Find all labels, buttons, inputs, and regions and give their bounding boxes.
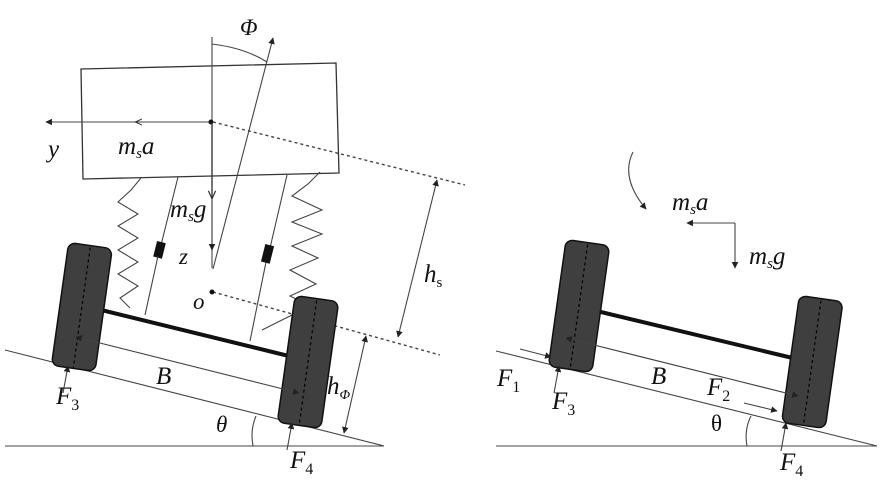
label-roll-angle: Φ xyxy=(240,15,258,40)
center-of-mass-point xyxy=(208,119,214,125)
roll-height-dimension xyxy=(342,335,368,434)
axle-right xyxy=(575,304,802,362)
f2-arrow xyxy=(743,402,778,413)
label-z-axis: z xyxy=(178,244,188,269)
label-f3: F3 xyxy=(55,383,79,414)
slope-angle-arc-right xyxy=(745,415,752,447)
label-slope-angle-right: θ xyxy=(711,411,722,436)
label-y-axis: y xyxy=(45,136,60,163)
label-f4-right: F4 xyxy=(779,449,803,480)
roll-axis-arrow xyxy=(212,37,275,270)
left-damper-body xyxy=(153,241,166,259)
f4-arrow xyxy=(286,422,295,451)
vehicle-body xyxy=(80,62,340,180)
f4-arrow-right xyxy=(780,422,789,452)
label-slope-angle: θ xyxy=(216,412,227,437)
label-track-width: B xyxy=(156,363,171,390)
slope-angle-arc xyxy=(251,415,257,447)
com-height-guide xyxy=(212,121,466,186)
right-wheel-centerline xyxy=(298,300,318,424)
right-wheel-centerline-right xyxy=(803,300,822,424)
label-f1: F1 xyxy=(496,365,520,396)
label-roll-center: o xyxy=(193,289,205,314)
f1-arrow xyxy=(519,348,552,359)
label-track-width-right: B xyxy=(651,363,666,390)
f3-arrow xyxy=(62,365,71,394)
left-wheel-centerline xyxy=(72,247,91,368)
right-damper-body xyxy=(260,244,275,264)
left-panel: Φ y msa msg z o hs hΦ B θ F3 F4 xyxy=(4,15,466,478)
roll-angle-arc xyxy=(211,43,268,63)
right-spring xyxy=(261,171,324,331)
track-width-dimension xyxy=(75,335,300,395)
label-f2: F2 xyxy=(706,374,730,405)
label-sprung-height: hs xyxy=(424,261,443,291)
f3-arrow-right xyxy=(553,365,562,394)
label-f3-right: F3 xyxy=(551,388,575,419)
axle xyxy=(84,304,306,362)
curved-arrow xyxy=(628,151,647,210)
right-panel: msa msg B θ F1 F2 F3 F4 xyxy=(495,151,878,480)
label-f4: F4 xyxy=(289,447,313,478)
label-gravity: msg xyxy=(170,196,206,225)
track-width-dimension-right xyxy=(565,336,799,398)
right-damper-rod xyxy=(269,174,288,249)
label-inertial-force: msa xyxy=(118,133,154,162)
label-gravity-right: msg xyxy=(749,243,785,272)
sprung-height-dimension xyxy=(396,179,439,338)
label-roll-height: hΦ xyxy=(327,373,351,403)
left-damper-lower xyxy=(144,255,159,316)
left-spring xyxy=(116,177,142,309)
right-damper-lower xyxy=(249,261,267,342)
left-damper-rod xyxy=(160,176,179,246)
roll-center-point xyxy=(209,289,215,295)
label-inertial-force-right: msa xyxy=(672,189,708,218)
